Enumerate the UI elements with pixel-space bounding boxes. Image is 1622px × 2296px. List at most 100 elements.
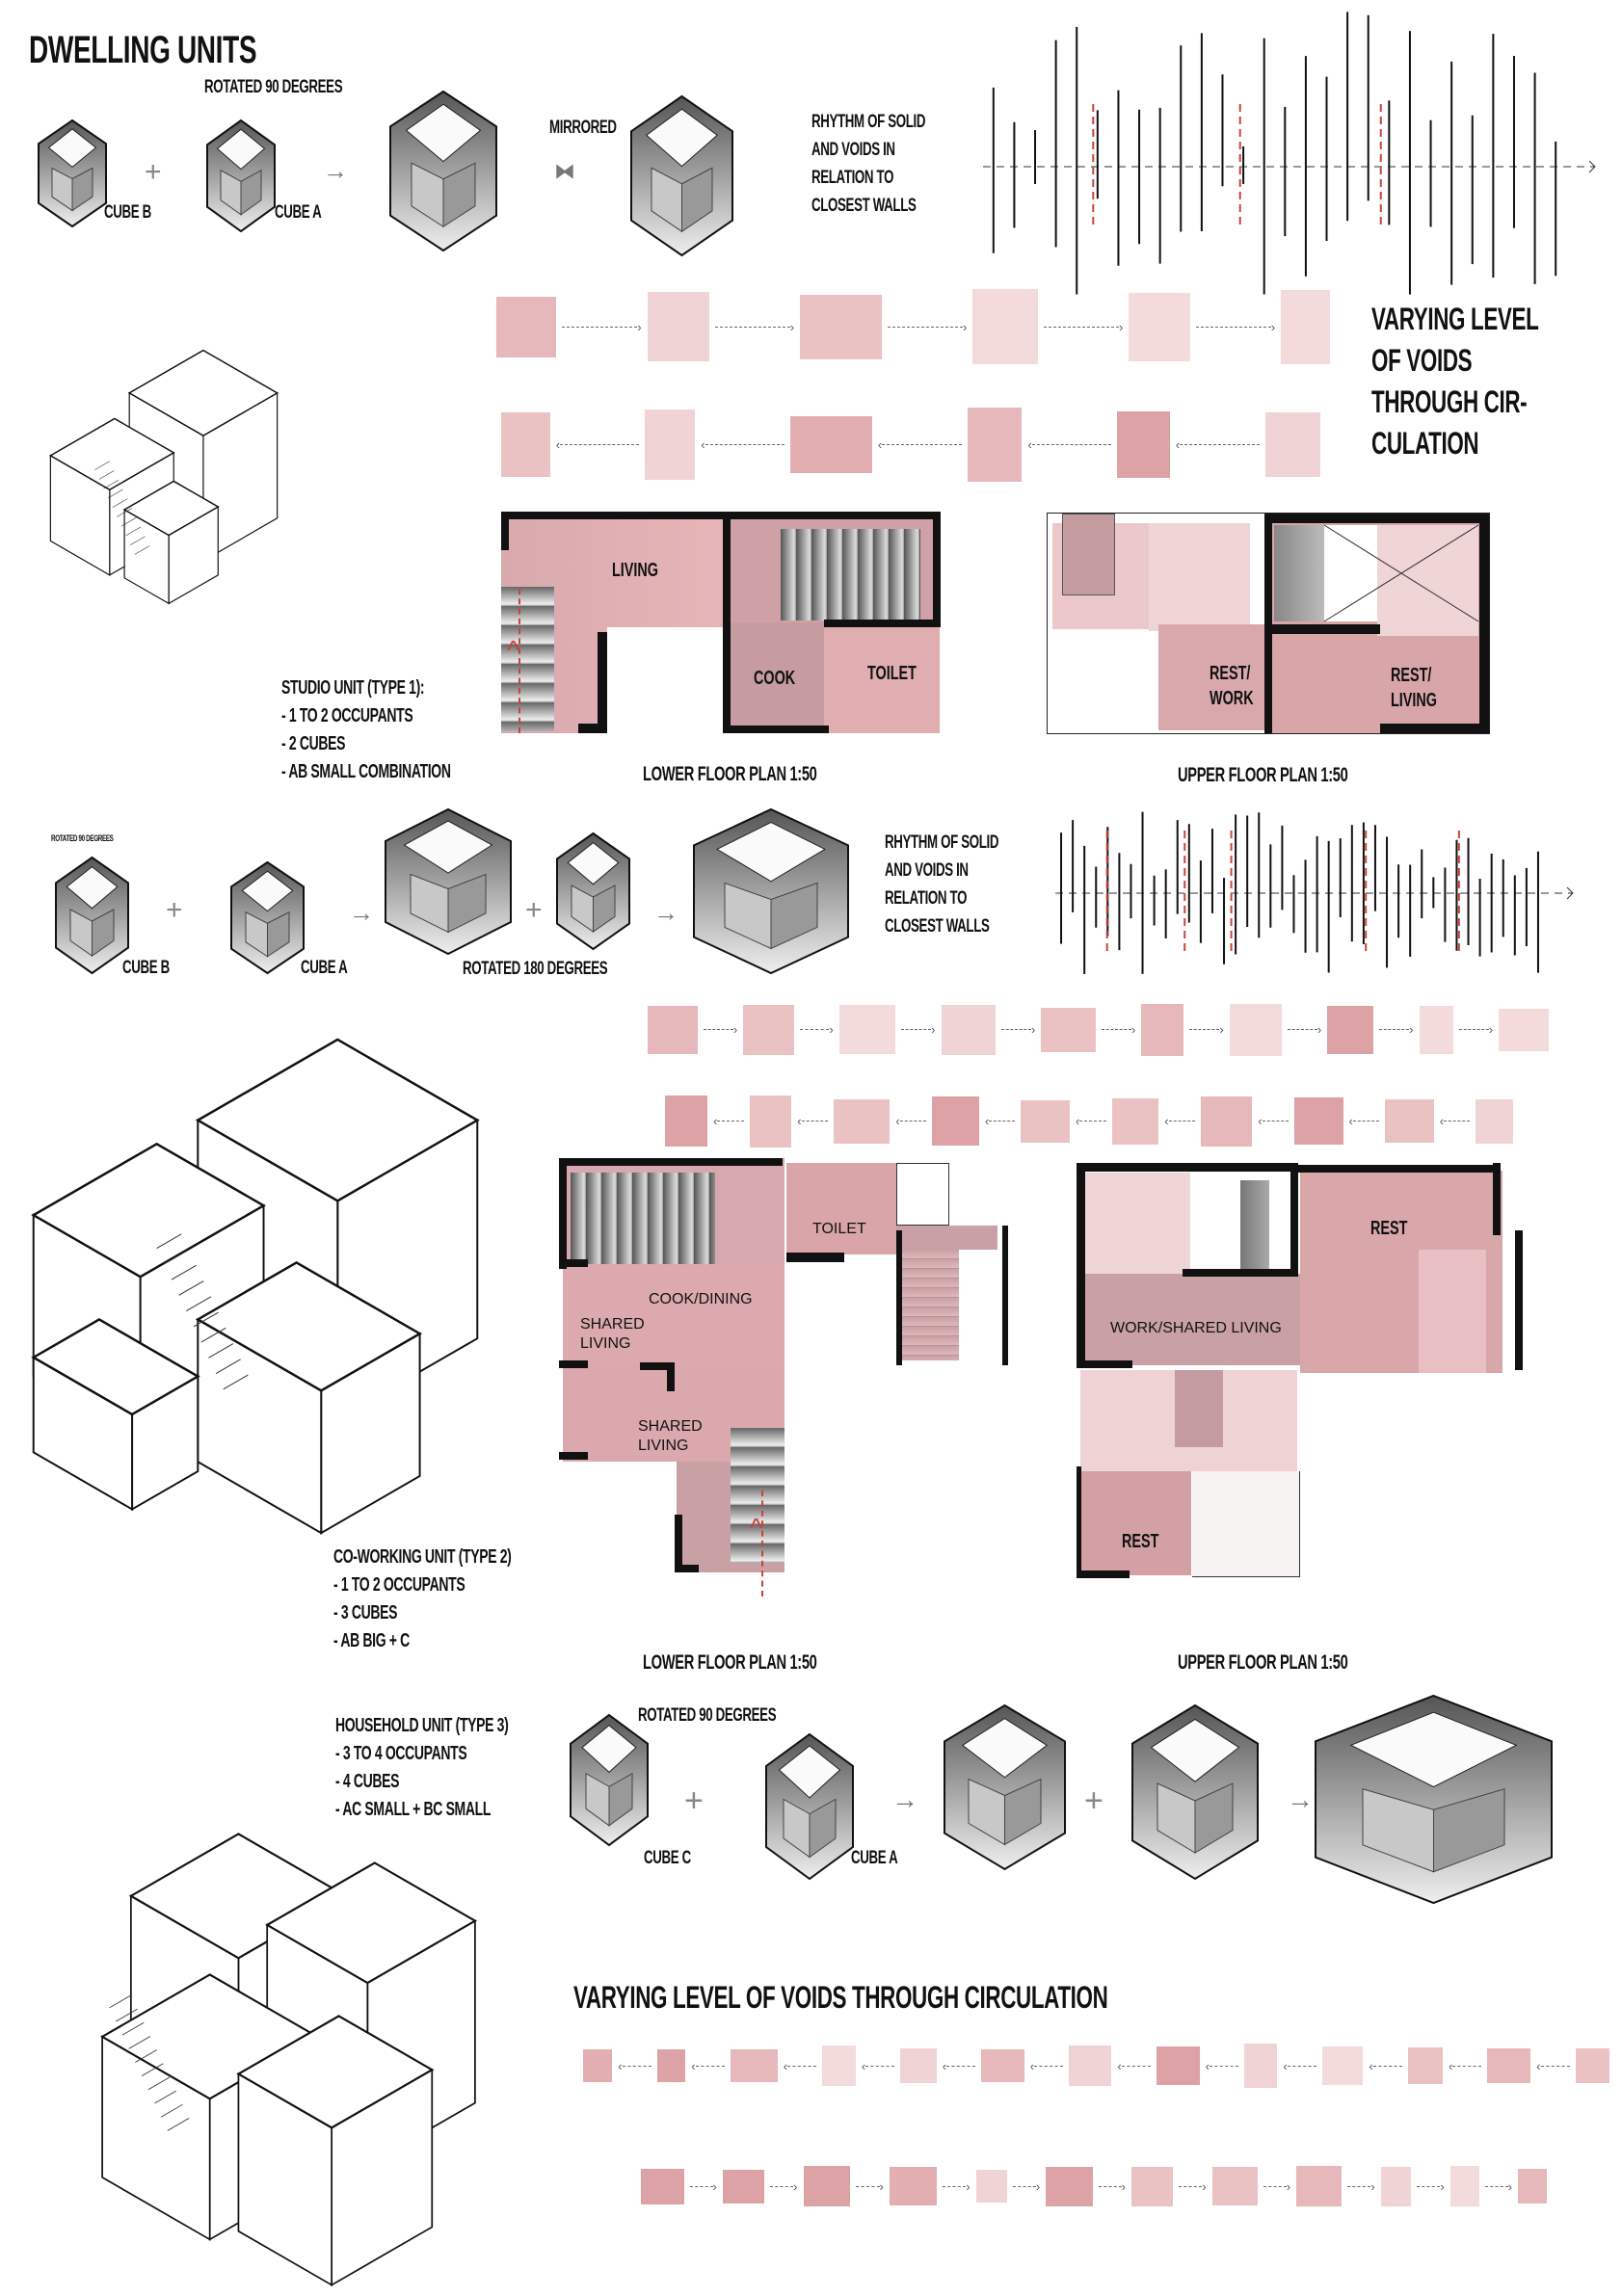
void-level-square — [822, 2045, 856, 2086]
dashed-arrow-left-icon: ‹ — [1164, 1114, 1195, 1128]
void-level-square — [975, 2170, 1007, 2204]
stair-tread — [134, 545, 150, 555]
dashed-arrow-right-icon: › — [943, 2179, 971, 2194]
void-level-square — [1046, 2166, 1093, 2206]
void-level-square — [1384, 1099, 1434, 1144]
dashed-arrow-left-icon: ‹ — [878, 437, 962, 452]
label-line: LIVING — [1391, 690, 1438, 711]
stair-tread — [171, 1264, 197, 1280]
room-label-work-shared-living: WORK/SHARED LIVING — [1110, 1320, 1282, 1336]
desc-line: CO-WORKING UNIT (TYPE 2) — [333, 1546, 512, 1568]
void-level-square — [838, 1005, 896, 1055]
stair-tread — [108, 488, 123, 499]
dashed-arrow-left-icon: ‹ — [1030, 2059, 1064, 2073]
label-line: WORK — [1210, 688, 1254, 709]
dashed-arrow-right-icon: › — [1189, 1022, 1224, 1037]
axon-face — [31, 1318, 200, 1416]
desc-line: - 1 TO 2 OCCUPANTS — [333, 1574, 465, 1596]
staircase — [901, 1250, 959, 1360]
dashed-arrow-left-icon: ‹ — [1283, 2059, 1316, 2073]
cube-c-model-3 — [570, 1713, 649, 1847]
entry-arrow — [761, 1491, 763, 1597]
stair-tread — [167, 2118, 190, 2131]
co-working-unit-description: CO-WORKING UNIT (TYPE 2) - 1 TO 2 OCCUPA… — [333, 1544, 512, 1655]
axon-face — [236, 2015, 435, 2129]
dashed-arrow-left-icon: ‹ — [895, 1114, 926, 1128]
dashed-arrow-left-icon: ‹ — [1258, 1114, 1289, 1128]
void-level-square — [981, 2049, 1024, 2083]
desc-line: - AB SMALL COMBINATION — [281, 761, 451, 782]
void-level-square — [790, 415, 872, 474]
cube-b-model — [38, 119, 107, 228]
dashed-arrow-right-icon: › — [888, 320, 967, 334]
cube-a-label-2: CUBE A — [301, 958, 348, 978]
desc-line: - 2 CUBES — [281, 733, 346, 754]
void-level-square — [1211, 2167, 1258, 2205]
studio-unit-axonometric — [48, 349, 279, 605]
dashed-arrow-right-icon: › — [1102, 1022, 1135, 1037]
heading-line: CULATION — [1371, 426, 1479, 461]
dashed-arrow-left-icon: ‹ — [1206, 2059, 1238, 2073]
stair-tread — [223, 1374, 249, 1390]
stair-tread — [141, 2063, 164, 2077]
stair-tread — [215, 1359, 241, 1375]
dashed-arrow-right-icon: › — [1459, 1022, 1493, 1037]
dashed-arrow-right-icon: › — [1379, 1022, 1414, 1037]
void-level-square — [1041, 1007, 1097, 1052]
void-level-square — [900, 2048, 937, 2083]
plus-icon: + — [145, 156, 162, 188]
desc-line: - 3 CUBES — [333, 1602, 398, 1623]
void-level-square — [583, 2048, 613, 2083]
co-working-model — [693, 807, 849, 975]
desc-line: - AC SMALL + BC SMALL — [335, 1799, 492, 1820]
stair-tread — [98, 470, 115, 480]
dashed-arrow-left-icon: ‹ — [701, 437, 785, 452]
dashed-arrow-right-icon: › — [1263, 2179, 1290, 2194]
heading-line: VARYING LEVEL — [1371, 302, 1539, 336]
void-sequence-row-6: ››››››››››› — [641, 2163, 1547, 2209]
desc-line: - 4 CUBES — [335, 1771, 400, 1792]
stair-tread — [135, 2049, 157, 2063]
desc-line: - AB BIG + C — [333, 1630, 410, 1651]
void-level-square — [1499, 1008, 1550, 1051]
dashed-arrow-right-icon: › — [1179, 2179, 1207, 2194]
void-level-square — [967, 408, 1023, 482]
mirror-icon: ⧓ — [554, 159, 575, 183]
desc-line: - 3 TO 4 OCCUPANTS — [335, 1743, 467, 1764]
dashed-arrow-left-icon: ‹ — [1117, 2059, 1151, 2073]
dashed-arrow-right-icon: › — [562, 320, 642, 334]
rhythm-line: RHYTHM OF SOLID — [885, 832, 999, 853]
cube-a-model-3 — [765, 1732, 854, 1881]
rhythm-line: RELATION TO — [885, 888, 968, 909]
rotated-90-label-small: ROTATED 90 DEGREES — [51, 833, 114, 843]
upper-plan-label-2: UPPER FLOOR PLAN 1:50 — [1178, 1651, 1348, 1674]
void-level-square — [722, 2169, 765, 2204]
desc-line: HOUSEHOLD UNIT (TYPE 3) — [335, 1715, 509, 1736]
void-level-square — [665, 1095, 708, 1148]
dashed-arrow-left-icon: ‹ — [1536, 2059, 1570, 2073]
dashed-arrow-right-icon: › — [1044, 320, 1123, 334]
arrow-right-icon: → — [349, 898, 374, 927]
rhythm-diagram-1 — [983, 12, 1596, 295]
cube-b-model-2 — [55, 856, 129, 975]
cube-b-label: CUBE B — [104, 202, 151, 223]
void-level-square — [1487, 2048, 1531, 2084]
dashed-arrow-left-icon: ‹ — [1176, 437, 1260, 452]
stair-tread — [186, 1296, 212, 1312]
dashed-arrow-right-icon: › — [1195, 320, 1275, 334]
void-level-square — [501, 411, 550, 477]
stair-tread — [103, 479, 120, 489]
rhythm-text-1: RHYTHM OF SOLID AND VOIDS IN RELATION TO… — [811, 108, 925, 220]
dashed-arrow-right-icon: › — [856, 2179, 884, 2194]
dashed-arrow-left-icon: ‹ — [985, 1114, 1016, 1128]
stair-tread — [117, 508, 132, 517]
staircase — [781, 529, 920, 620]
void-level-square — [1229, 1003, 1283, 1056]
household-unit-description: HOUSEHOLD UNIT (TYPE 3) - 3 TO 4 OCCUPAN… — [335, 1712, 509, 1824]
stair-tread — [208, 1343, 234, 1359]
label-line: REST/ — [1391, 665, 1432, 686]
co-working-unit-axonometric — [31, 1038, 480, 1535]
void-level-square — [1449, 2166, 1479, 2206]
void-level-square — [1327, 1005, 1374, 1054]
